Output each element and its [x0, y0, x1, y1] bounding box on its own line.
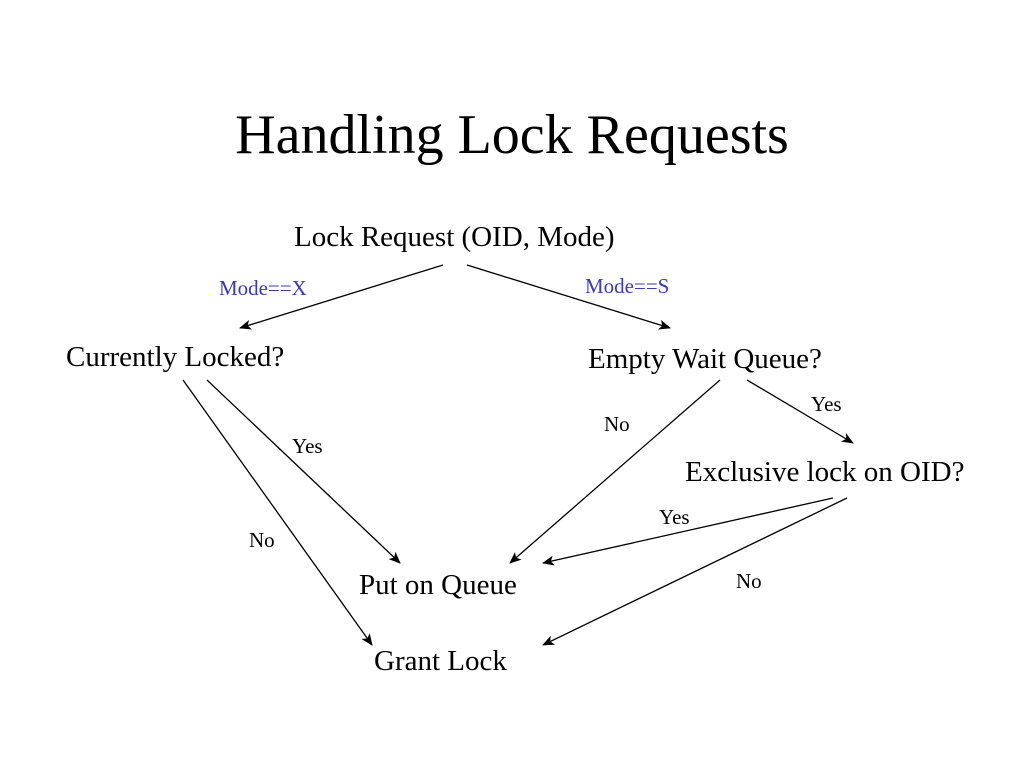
arrow-exclusive-no-to-grant: [542, 497, 848, 646]
edge-label-locked-yes: Yes: [292, 434, 323, 458]
arrow-waitqueue-yes-to-exclusive: [746, 379, 854, 444]
edge-label-locked-no: No: [249, 528, 275, 552]
arrow-locked-yes-to-queue: [206, 379, 401, 564]
node-lock-request: Lock Request (OID, Mode): [294, 221, 615, 253]
edge-label-queue-yes: Yes: [811, 392, 842, 416]
edge-label-queue-no: No: [604, 412, 630, 436]
edge-label-exclusive-no: No: [736, 569, 762, 593]
arrow-locked-no-to-grant: [182, 379, 373, 646]
edge-label-mode-x: Mode==X: [219, 276, 307, 300]
arrow-request-to-waitqueue: [466, 264, 671, 330]
edge-label-exclusive-yes: Yes: [659, 505, 690, 529]
arrow-exclusive-yes-to-queue: [542, 497, 834, 566]
node-exclusive-lock: Exclusive lock on OID?: [685, 456, 965, 488]
node-currently-locked: Currently Locked?: [66, 341, 285, 373]
arrow-waitqueue-no-to-queue: [509, 379, 721, 564]
page-title: Handling Lock Requests: [235, 104, 789, 166]
node-grant-lock: Grant Lock: [374, 645, 507, 677]
arrow-request-to-locked: [239, 264, 444, 330]
node-empty-wait-queue: Empty Wait Queue?: [588, 343, 822, 375]
edge-label-mode-s: Mode==S: [585, 274, 670, 298]
node-put-on-queue: Put on Queue: [359, 569, 517, 601]
